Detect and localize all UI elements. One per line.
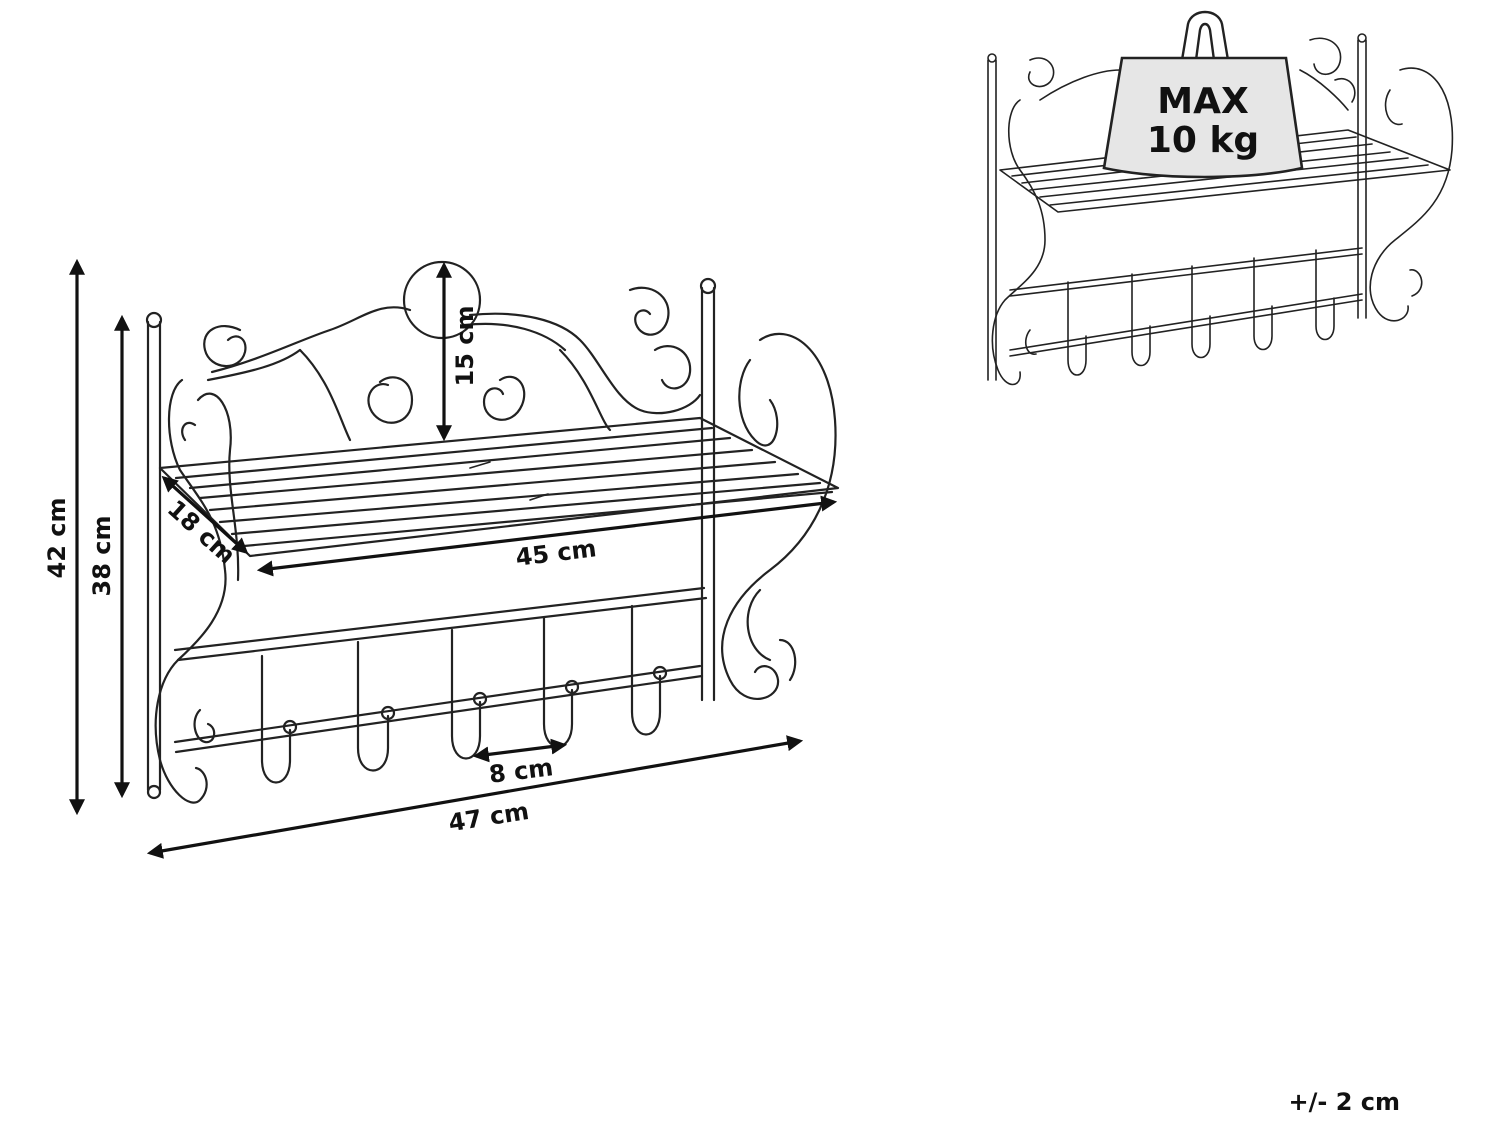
shelf-width-arrow [256,495,838,577]
dimension-lines [69,258,838,859]
shelf-main-drawing [145,260,840,804]
shelf-depth-label: 18 cm [162,495,241,570]
hook-rail-bottom [173,664,704,754]
left-post-cap [145,311,163,329]
weight-value-label: 10 kg [1147,120,1259,161]
small-hooks [1067,249,1335,376]
crest-scroll [203,286,702,424]
frame-height-label: 38 cm [88,516,116,597]
total-width-label: 47 cm [447,797,531,837]
hook [356,640,390,772]
hook [630,604,662,736]
right-post-cap [699,277,717,295]
hook-rail-top [173,586,708,662]
crest-height-label: 15 cm [451,306,479,387]
weight-handle [1180,10,1230,62]
weight-body [1102,56,1304,179]
hook [260,654,292,784]
left-wall-post [146,320,162,792]
shelf-depth-arrow [161,475,249,555]
total-width-arrow [146,735,804,859]
right-side-scroll [721,332,837,700]
weight-max-label: MAX [1157,81,1249,122]
shelf-weight-drawing: MAX 10 kg [987,10,1454,386]
tolerance-note: +/- 2 cm [1289,1088,1400,1116]
total-height-label: 42 cm [43,498,71,579]
max-weight-badge: MAX 10 kg [1102,10,1304,179]
shelf-slats [158,416,840,558]
